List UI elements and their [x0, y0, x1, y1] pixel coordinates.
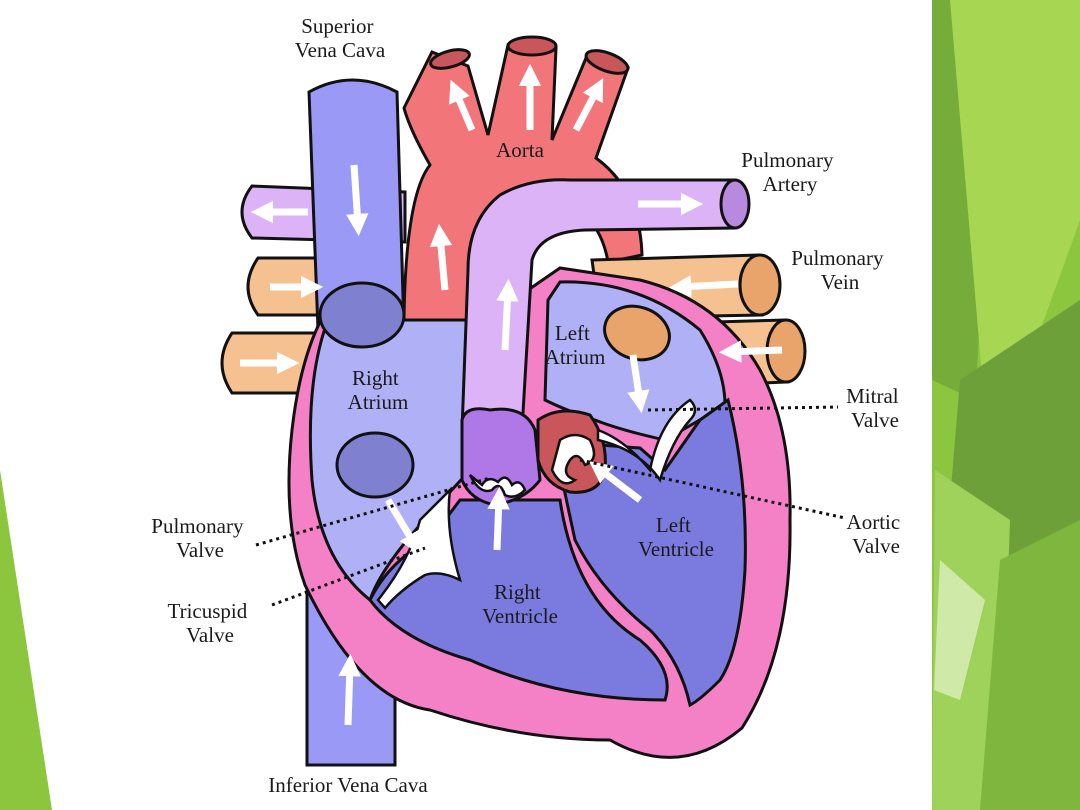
pa-trunk-flow-arrow	[496, 278, 519, 351]
label-mitral-valve: Mitral Valve	[846, 384, 904, 432]
label-right-ventricle: Right Ventricle	[482, 580, 558, 628]
label-pulmonary-artery: Pulmonary Artery	[741, 148, 838, 196]
aorta-left-flow-arrow	[449, 79, 476, 132]
ivc-flow-arrow	[338, 653, 361, 726]
leader-lines	[255, 405, 846, 607]
pulmonary-artery	[460, 178, 737, 432]
label-left-atrium: Left Atrium	[545, 321, 606, 369]
la-to-lv-flow-arrow	[627, 354, 650, 414]
flow-arrows	[240, 63, 783, 726]
slide-decoration-left	[0, 470, 52, 810]
pv-right-upper-flow-arrow	[668, 275, 739, 298]
label-left-ventricle: Left Ventricle	[638, 513, 714, 561]
aorta-branch-openings	[429, 35, 630, 75]
mitral-leaflet	[596, 398, 697, 483]
pulmonary-valve-region	[460, 407, 542, 507]
ra-to-rv-flow-arrow	[384, 498, 421, 555]
aortic-valve-cusps	[550, 433, 596, 485]
slide-decoration-right	[932, 0, 1080, 810]
labels: Superior Vena Cava Aorta Pulmonary Arter…	[151, 14, 906, 797]
aorta-ascending-flow-arrow	[429, 223, 453, 291]
label-pulmonary-vein: Pulmonary Vein	[791, 246, 888, 294]
label-superior-vena-cava: Superior Vena Cava	[295, 14, 386, 62]
rv-outflow-arrow	[487, 486, 510, 551]
label-right-atrium: Right Atrium	[348, 366, 409, 414]
svc-flow-arrow	[346, 164, 369, 237]
aortic-leader	[579, 458, 846, 520]
label-aorta: Aorta	[496, 138, 544, 162]
superior-vena-cava-opening	[318, 281, 406, 349]
aorta-right-flow-arrow	[572, 78, 604, 132]
lv-outflow-arrow	[589, 461, 643, 503]
pulmonary-vein-opening	[603, 304, 671, 362]
label-tricuspid-valve: Tricuspid Valve	[168, 599, 253, 647]
label-pulmonary-valve: Pulmonary Valve	[151, 514, 248, 562]
pv-right-lower-flow-arrow	[718, 340, 783, 363]
label-inferior-vena-cava: Inferior Vena Cava	[268, 773, 428, 797]
inferior-vena-cava-opening	[335, 431, 415, 499]
pulmonary-artery-opening	[719, 178, 751, 230]
pulmonary-valve-leader	[255, 476, 491, 547]
label-aortic-valve: Aortic Valve	[847, 510, 906, 558]
